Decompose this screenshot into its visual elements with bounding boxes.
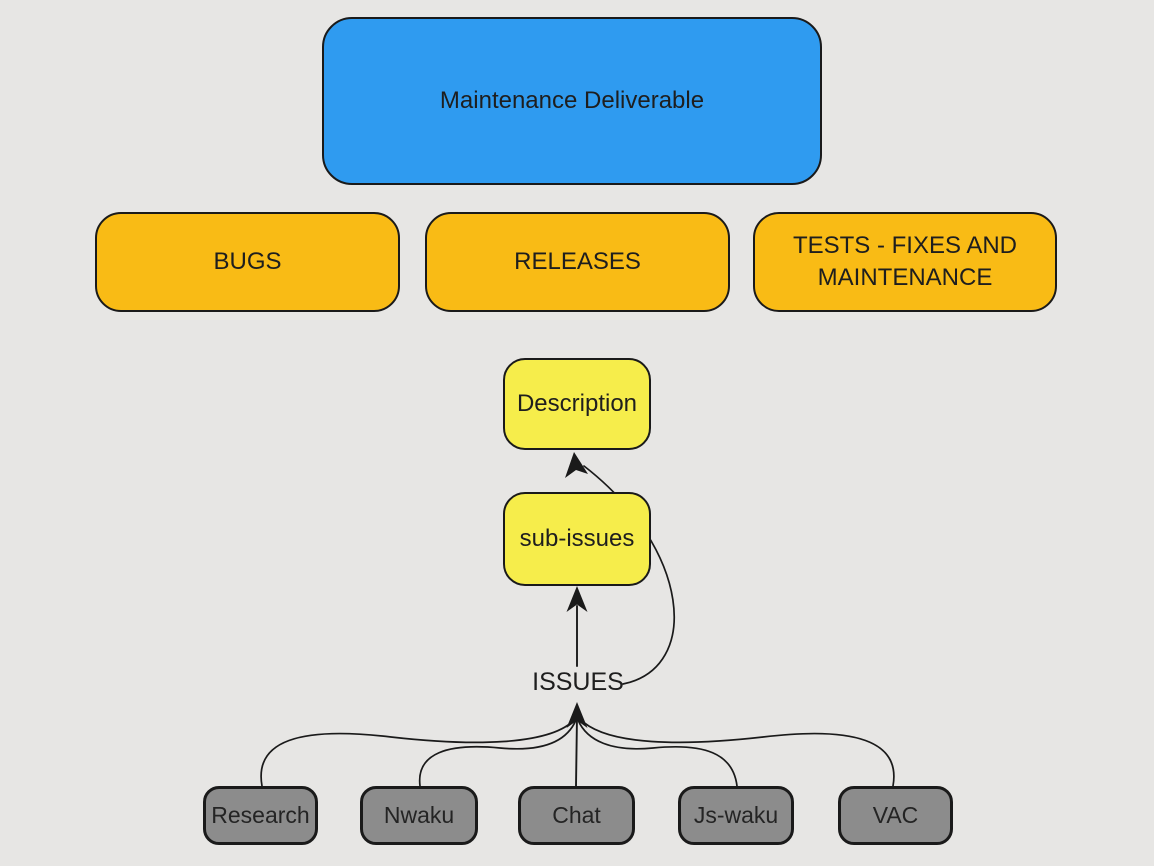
arrowhead-description-icon [565, 452, 588, 478]
edge-research-to-issues [260, 718, 576, 787]
node-maintenance-deliverable[interactable]: Maintenance Deliverable [322, 17, 822, 185]
edge-chat-to-issues [575, 715, 578, 787]
node-tests-fixes-maintenance[interactable]: TESTS - FIXES AND MAINTENANCE [753, 212, 1057, 312]
edge-jswaku-to-issues [577, 719, 738, 787]
node-chat[interactable]: Chat [518, 786, 635, 845]
node-research[interactable]: Research [203, 786, 318, 845]
node-issues-label[interactable]: ISSUES [532, 668, 624, 696]
node-releases[interactable]: RELEASES [425, 212, 730, 312]
node-js-waku[interactable]: Js-waku [678, 786, 794, 845]
node-bugs[interactable]: BUGS [95, 212, 400, 312]
node-sub-issues[interactable]: sub-issues [503, 492, 651, 586]
edge-vac-to-issues [579, 718, 895, 787]
node-vac[interactable]: VAC [838, 786, 953, 845]
edge-nwaku-to-issues [418, 719, 577, 787]
node-nwaku[interactable]: Nwaku [360, 786, 478, 845]
arrowhead-issues-icon [566, 702, 588, 728]
node-description[interactable]: Description [503, 358, 651, 450]
arrowhead-subissues-icon [566, 586, 588, 612]
